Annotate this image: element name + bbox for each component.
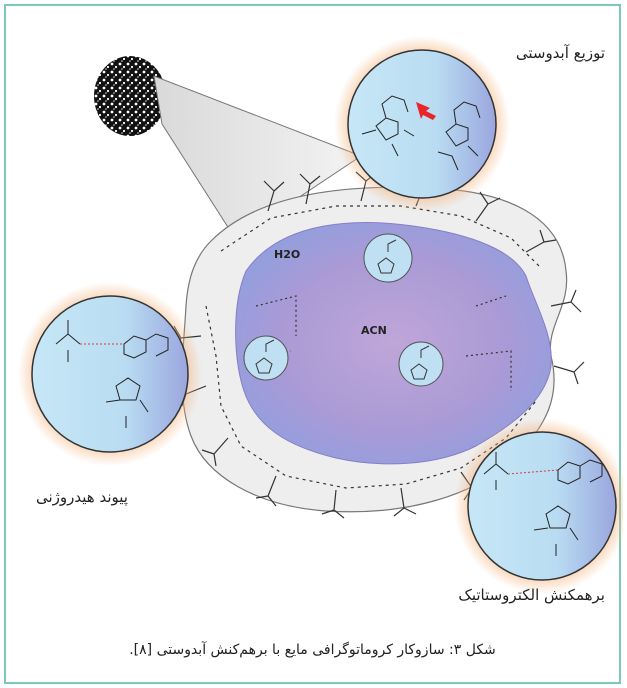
analyte-small-circle	[364, 234, 412, 282]
figure-caption: شکل ۳: سازوکار کروماتوگرافی مایع با برهم…	[6, 642, 619, 658]
water-label: H2O	[274, 248, 300, 261]
acn-label: ACN	[361, 324, 387, 337]
partition-label: توزیع آبدوستی	[516, 44, 605, 62]
h-bond-zoom	[18, 282, 202, 466]
h-bond-label: پیوند هیدروژنی	[36, 488, 128, 506]
electrostatic-zoom	[454, 418, 623, 594]
partition-zoom	[334, 36, 510, 212]
hilic-mechanism-diagram: H2O ACN	[6, 6, 623, 626]
electrostatic-label: برهمکنش الکتروستاتیک	[458, 586, 605, 604]
silica-particle	[94, 56, 166, 136]
figure-frame: H2O ACN	[4, 4, 621, 684]
